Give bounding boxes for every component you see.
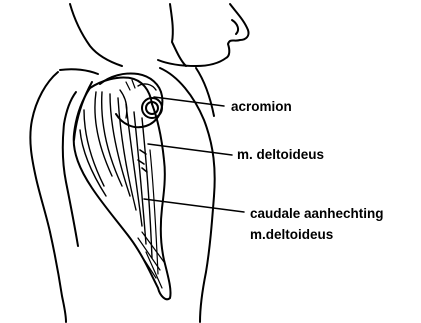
- caudal-attachment-label-line1: caudale aanhechting: [250, 206, 384, 222]
- caudal-leader: [144, 199, 244, 212]
- acromion-bone: [100, 73, 162, 127]
- acromion-label: acromion: [231, 99, 292, 115]
- acromion-leader: [154, 97, 224, 106]
- body-outline: [30, 68, 214, 322]
- head-outline: [70, 4, 249, 66]
- deltoid-label: m. deltoideus: [237, 147, 324, 163]
- caudal-attachment-label-line2: m.deltoideus: [250, 227, 333, 243]
- deltoid-muscle: [74, 77, 171, 299]
- deltoid-leader: [148, 144, 232, 155]
